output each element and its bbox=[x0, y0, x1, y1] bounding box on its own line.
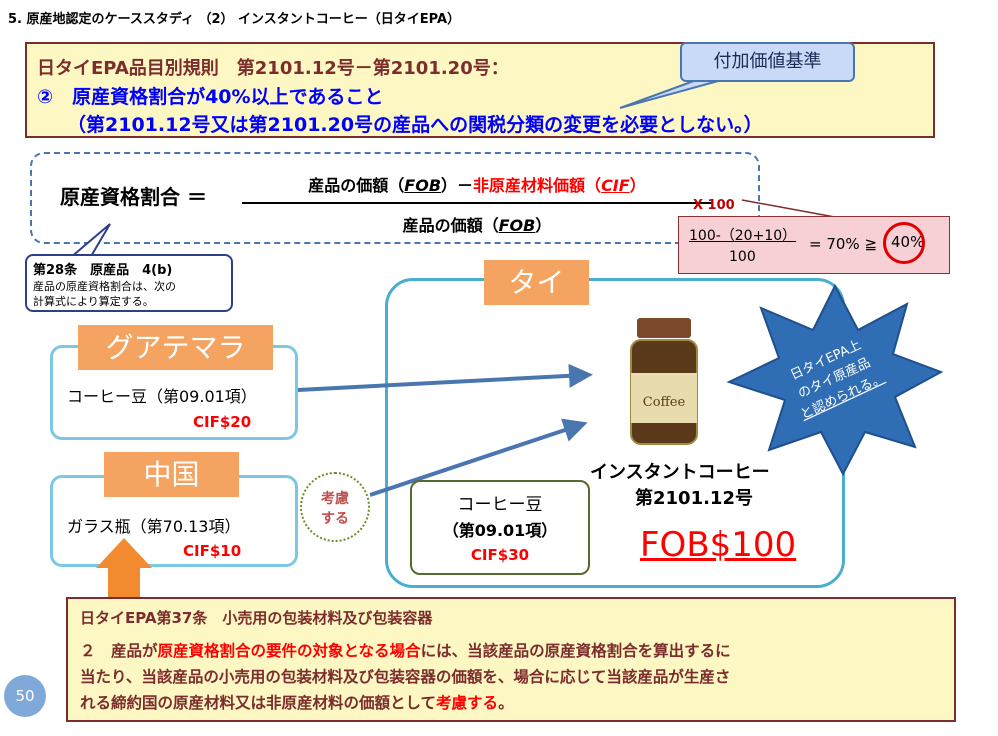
calculation-box: 100-（20+10） 100 = 70% ≧ 40% bbox=[678, 216, 950, 274]
formula-numerator: 産品の価額（FOB）－非原産材料価額（CIF） bbox=[308, 176, 646, 195]
product-hs: 第2101.12号 bbox=[635, 488, 753, 509]
value-added-callout: 付加価値基準 bbox=[680, 42, 855, 82]
consider-line-1: 考慮 bbox=[321, 491, 349, 507]
article37-para-1: ２ 産品が原産資格割合の要件の対象となる場合には、当該産品の原産資格割合を算出す… bbox=[80, 642, 731, 660]
guatemala-item: コーヒー豆（第09.01項） bbox=[67, 387, 257, 406]
thai-bean-price: CIF$30 bbox=[470, 546, 530, 564]
article28-title: 第28条 原産品 4(b) bbox=[33, 263, 173, 278]
china-price: CIF$10 bbox=[183, 542, 242, 560]
guatemala-label: グアテマラ bbox=[78, 325, 273, 370]
china-box: ガラス瓶（第70.13項） CIF$10 bbox=[50, 475, 298, 567]
rule-line-2: ② 原産資格割合が40%以上であること bbox=[37, 86, 384, 108]
jar-label: Coffee bbox=[643, 395, 686, 410]
article37-para-3: れる締約国の原産材料又は非原産材料の価額として考慮する。 bbox=[80, 694, 514, 712]
formula-box: 原産資格割合 ＝ 産品の価額（FOB）－非原産材料価額（CIF） 産品の価額（F… bbox=[30, 152, 760, 244]
thai-bean-line-2: （第09.01項） bbox=[442, 521, 558, 540]
guatemala-price: CIF$20 bbox=[193, 413, 252, 431]
page-header: 5. 原産地認定のケーススタディ （2） インスタントコーヒー（日タイEPA） bbox=[8, 12, 461, 27]
article37-title: 日タイEPA第37条 小売用の包装材料及び包装容器 bbox=[80, 609, 433, 627]
calc-denominator: 100 bbox=[729, 249, 756, 265]
calc-connector bbox=[741, 199, 841, 219]
target-circle bbox=[883, 222, 925, 264]
calc-result: = 70% ≧ bbox=[809, 235, 878, 253]
times-100-label: X 100 bbox=[693, 198, 735, 213]
fraction-line bbox=[242, 202, 712, 204]
consider-line-2: する bbox=[321, 511, 349, 527]
formula-left: 原産資格割合 ＝ bbox=[60, 185, 207, 209]
thai-bean-line-1: コーヒー豆 bbox=[457, 495, 543, 515]
calc-numerator: 100-（20+10） bbox=[689, 228, 797, 244]
rule-line-3: （第2101.12号又は第2101.20号の産品への関税分類の変更を必要としない… bbox=[67, 114, 763, 136]
article37-para-2: 当たり、当該産品の小売用の包装材料及び包装容器の価額を、場合に応じて当該産品が生… bbox=[80, 668, 731, 686]
thailand-label: タイ bbox=[484, 260, 589, 305]
page-number: 50 bbox=[4, 675, 46, 717]
origin-star-icon: 日タイEPA上 のタイ原産品 と認められる。 bbox=[726, 283, 944, 477]
china-arrow bbox=[369, 418, 588, 497]
up-arrow bbox=[96, 538, 152, 598]
guatemala-arrow bbox=[297, 363, 593, 392]
rule-line-1: 日タイEPA品目別規則 第2101.12号－第2101.20号： bbox=[37, 58, 509, 79]
consider-badge: 考慮 する bbox=[300, 472, 370, 542]
article28-box: 第28条 原産品 4(b) 産品の原産資格割合は、次の 計算式により算定する。 bbox=[25, 254, 233, 312]
article37-box: 日タイEPA第37条 小売用の包装材料及び包装容器 ２ 産品が原産資格割合の要件… bbox=[66, 597, 956, 722]
fob-value: FOB$100 bbox=[640, 525, 797, 565]
china-item: ガラス瓶（第70.13項） bbox=[67, 517, 241, 536]
thai-bean-box: コーヒー豆 （第09.01項） CIF$30 bbox=[410, 480, 590, 575]
coffee-jar-icon: Coffee bbox=[630, 318, 698, 445]
china-label: 中国 bbox=[104, 452, 239, 497]
article28-body-2: 計算式により算定する。 bbox=[33, 295, 154, 308]
formula-denominator: 産品の価額（FOB） bbox=[402, 216, 552, 235]
product-name: インスタントコーヒー bbox=[590, 462, 770, 483]
article28-body-1: 産品の原産資格割合は、次の bbox=[33, 280, 176, 293]
